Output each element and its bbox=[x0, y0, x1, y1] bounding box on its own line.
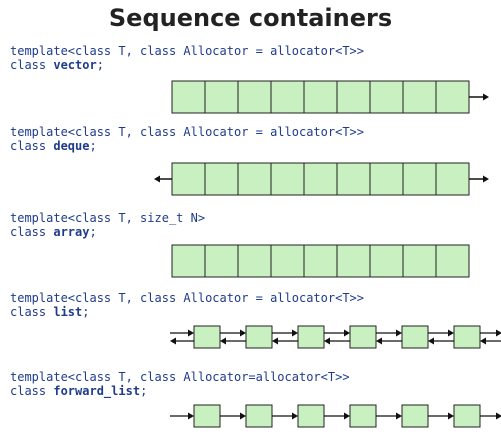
forward-list-semicolon: ; bbox=[140, 384, 148, 398]
list-template-line: template<class T, class Allocator = allo… bbox=[10, 291, 365, 305]
deque-class-declaration: class deque; bbox=[10, 139, 97, 153]
list-node bbox=[245, 325, 273, 349]
vector-class-declaration: class vector; bbox=[10, 58, 104, 72]
forward-list-node bbox=[193, 404, 221, 428]
list-semicolon: ; bbox=[82, 305, 90, 319]
list-prev-arrow-head bbox=[428, 337, 434, 345]
deque-cell bbox=[171, 162, 206, 196]
list-class-keyword: class bbox=[10, 305, 54, 319]
list-prev-arrow-head bbox=[272, 337, 278, 345]
forward-list-diagram bbox=[170, 404, 501, 428]
vector-cell bbox=[369, 80, 404, 114]
vector-cell bbox=[237, 80, 272, 114]
forward-list-next-arrow-head bbox=[292, 412, 298, 420]
list-node bbox=[297, 325, 325, 349]
list-prev-arrow-head bbox=[220, 337, 226, 345]
forward-list-class-declaration: class forward_list; bbox=[10, 384, 147, 398]
array-class-name: array bbox=[53, 225, 90, 239]
vector-cell bbox=[336, 80, 371, 114]
vector-cell bbox=[303, 80, 338, 114]
forward-list-node bbox=[453, 404, 481, 428]
array-class-declaration: class array; bbox=[10, 225, 97, 239]
deque-cell bbox=[204, 162, 239, 196]
list-next-arrow-head bbox=[188, 329, 194, 337]
forward-list-next-arrow-head bbox=[448, 412, 454, 420]
list-next-arrow-head bbox=[240, 329, 246, 337]
vector-right-arrow-head bbox=[483, 93, 489, 101]
forward-list-next-arrow-head bbox=[240, 412, 246, 420]
deque-cell bbox=[435, 162, 470, 196]
list-next-arrow-head bbox=[292, 329, 298, 337]
array-cell bbox=[435, 244, 470, 278]
deque-class-keyword: class bbox=[10, 139, 54, 153]
list-prev-arrow-head bbox=[170, 337, 176, 345]
list-next-arrow-head bbox=[344, 329, 350, 337]
deque-cell bbox=[402, 162, 437, 196]
list-diagram bbox=[170, 325, 501, 349]
vector-cell bbox=[435, 80, 470, 114]
vector-cell bbox=[270, 80, 305, 114]
array-semicolon: ; bbox=[89, 225, 97, 239]
forward-list-next-arrow-head bbox=[188, 412, 194, 420]
deque-class-name: deque bbox=[53, 139, 90, 153]
list-node bbox=[453, 325, 481, 349]
deque-semicolon: ; bbox=[89, 139, 97, 153]
vector-cell bbox=[171, 80, 206, 114]
array-cell bbox=[270, 244, 305, 278]
forward-list-node bbox=[245, 404, 273, 428]
forward-list-template-line: template<class T, class Allocator=alloca… bbox=[10, 370, 350, 384]
vector-template-line: template<class T, class Allocator = allo… bbox=[10, 44, 365, 58]
list-class-declaration: class list; bbox=[10, 305, 90, 319]
deque-template-line: template<class T, class Allocator = allo… bbox=[10, 125, 365, 139]
array-diagram bbox=[171, 244, 470, 278]
list-prev-arrow-head bbox=[376, 337, 382, 345]
vector-cell bbox=[402, 80, 437, 114]
array-cell bbox=[171, 244, 206, 278]
forward-list-class-keyword: class bbox=[10, 384, 54, 398]
forward-list-next-arrow-head bbox=[396, 412, 402, 420]
deque-cell bbox=[303, 162, 338, 196]
deque-cell bbox=[369, 162, 404, 196]
vector-class-keyword: class bbox=[10, 58, 54, 72]
deque-cell bbox=[270, 162, 305, 196]
array-cell bbox=[402, 244, 437, 278]
deque-diagram bbox=[154, 162, 489, 196]
deque-left-arrow-head bbox=[154, 175, 160, 183]
array-cell bbox=[369, 244, 404, 278]
vector-semicolon: ; bbox=[96, 58, 104, 72]
forward-list-next-arrow-head bbox=[496, 412, 501, 420]
deque-right-arrow-head bbox=[483, 175, 489, 183]
vector-cell bbox=[204, 80, 239, 114]
forward-list-node bbox=[297, 404, 325, 428]
page-title: Sequence containers bbox=[108, 4, 393, 32]
array-template-line: template<class T, size_t N> bbox=[10, 211, 206, 225]
list-prev-arrow-head bbox=[324, 337, 330, 345]
forward-list-node bbox=[401, 404, 429, 428]
list-class-name: list bbox=[53, 305, 83, 319]
list-next-arrow-head bbox=[496, 329, 501, 337]
array-cell bbox=[303, 244, 338, 278]
list-next-arrow-head bbox=[448, 329, 454, 337]
forward-list-class-name: forward_list bbox=[53, 384, 141, 398]
list-prev-arrow-head bbox=[480, 337, 486, 345]
vector-diagram bbox=[171, 80, 489, 114]
vector-class-name: vector bbox=[53, 58, 97, 72]
deque-cell bbox=[336, 162, 371, 196]
array-cell bbox=[237, 244, 272, 278]
array-cell bbox=[336, 244, 371, 278]
array-cell bbox=[204, 244, 239, 278]
list-node bbox=[401, 325, 429, 349]
deque-cell bbox=[237, 162, 272, 196]
list-next-arrow-head bbox=[396, 329, 402, 337]
list-node bbox=[193, 325, 221, 349]
forward-list-next-arrow-head bbox=[344, 412, 350, 420]
forward-list-node bbox=[349, 404, 377, 428]
array-class-keyword: class bbox=[10, 225, 54, 239]
list-node bbox=[349, 325, 377, 349]
